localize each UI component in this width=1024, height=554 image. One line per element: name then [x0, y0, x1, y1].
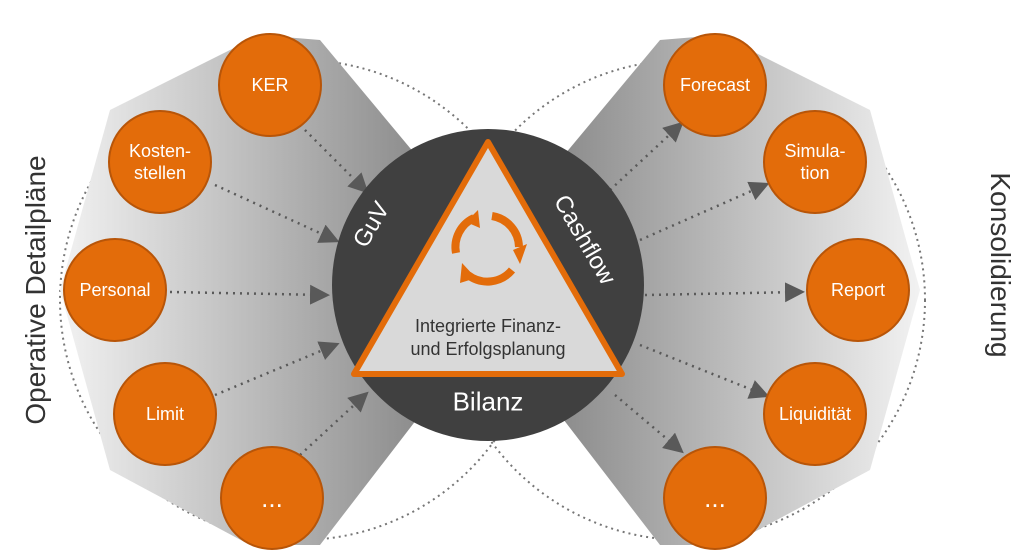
arrow — [639, 181, 770, 242]
arrow — [299, 124, 369, 194]
arrow — [639, 343, 770, 399]
node-more-left: ... — [261, 483, 283, 513]
center-title-line1: Integrierte Finanz- — [414, 316, 562, 336]
arrow — [614, 394, 684, 454]
node-report: Report — [830, 280, 886, 300]
right-dotted-ring — [444, 59, 926, 541]
arrow — [169, 284, 330, 305]
node-forecast: Forecast — [679, 75, 751, 95]
center-title-line2: und Erfolgsplanung — [410, 339, 566, 359]
center-triangle — [351, 139, 625, 377]
arrow — [214, 183, 340, 243]
node-limit: Limit — [145, 404, 184, 424]
arrow — [299, 391, 369, 456]
bilanz-label: Bilanz — [452, 386, 524, 417]
node-personal: Personal — [79, 280, 151, 300]
node-simulation: Simula- tion — [784, 141, 846, 183]
arrow — [214, 341, 340, 397]
arrow — [609, 121, 684, 191]
right-axis-label: Konsolidierung — [985, 172, 1016, 358]
node-ker: KER — [251, 75, 289, 95]
arrow — [644, 282, 805, 303]
left-axis-label: Operative Detailpläne — [20, 155, 51, 425]
node-liquiditaet: Liquidität — [778, 404, 852, 424]
node-more-right: ... — [704, 483, 726, 513]
center-title: Integrierte Finanz- und Erfolgsplanung — [410, 315, 565, 361]
arrows — [169, 121, 805, 456]
nodes — [63, 33, 910, 550]
node-kostenstellen: Kosten- stellen — [128, 141, 192, 183]
